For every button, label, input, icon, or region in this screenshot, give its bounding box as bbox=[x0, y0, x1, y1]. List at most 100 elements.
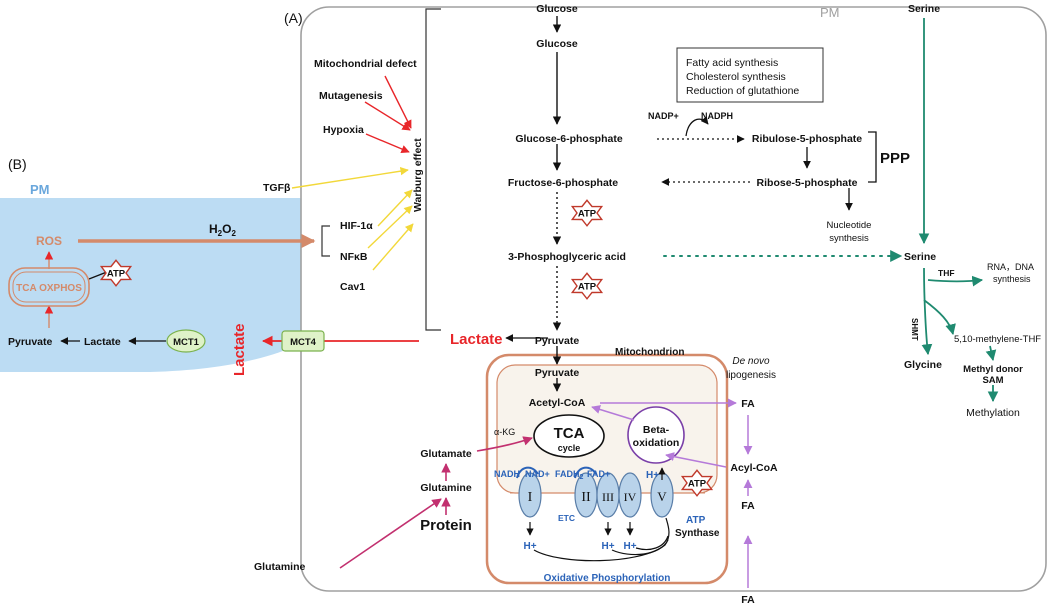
h-plus-3: H+ bbox=[623, 541, 636, 552]
protein-label: Protein bbox=[420, 517, 472, 534]
beta-oxidation bbox=[627, 406, 685, 464]
etc-label: ETC bbox=[558, 513, 575, 523]
mct1-transporter bbox=[166, 329, 206, 353]
mct4-label: MCT4 bbox=[290, 337, 317, 348]
cav1: Cav1 bbox=[340, 281, 365, 293]
nf-kappa-b: NFκB bbox=[340, 251, 368, 263]
mitochondrial-defect: Mitochondrial defect bbox=[314, 58, 417, 70]
mitochondrion-label: Mitochondrion bbox=[615, 347, 684, 358]
atp-synthase-label-1: ATP bbox=[686, 515, 706, 526]
glycine-label: Glycine bbox=[904, 359, 942, 371]
ros-label: ROS bbox=[36, 234, 62, 248]
mutagenesis: Mutagenesis bbox=[319, 90, 383, 102]
fa-label-1: FA bbox=[741, 398, 755, 410]
acetyl-coa: Acetyl-CoA bbox=[529, 397, 586, 409]
de-novo-label: De novo bbox=[732, 356, 770, 367]
ppp-product-2: Cholesterol synthesis bbox=[686, 71, 786, 83]
nadh-label: NADH bbox=[494, 469, 520, 479]
tca-oxphos-inner bbox=[12, 271, 86, 303]
serine-outside: Serine bbox=[908, 3, 940, 15]
nadph-label: NADPH bbox=[701, 111, 733, 121]
etc-complexes bbox=[518, 472, 674, 518]
complex-iv: IV bbox=[624, 490, 637, 504]
hif-1-alpha: HIF-1α bbox=[340, 220, 373, 232]
hypoxia: Hypoxia bbox=[323, 124, 364, 136]
nadp-label: NADP+ bbox=[648, 111, 679, 121]
glutamine-arrows bbox=[339, 436, 533, 569]
methylation-label: Methylation bbox=[966, 407, 1020, 419]
complex-ii: II bbox=[581, 490, 591, 505]
methylene-thf: 5,10-methylene-THF bbox=[954, 334, 1041, 345]
complex-iii: III bbox=[602, 490, 614, 504]
pyruvate-mito: Pyruvate bbox=[535, 367, 580, 379]
tca-oxphos-label: TCA OXPHOS bbox=[16, 283, 82, 294]
tca-cycle bbox=[533, 414, 605, 458]
lipogenesis-label: lipogenesis bbox=[726, 370, 776, 381]
atp-star-label: ATP bbox=[578, 209, 597, 220]
sam-label: SAM bbox=[982, 375, 1003, 386]
fadh2-label: FADH2 bbox=[555, 469, 584, 481]
atp-star bbox=[680, 469, 714, 497]
atp-synthase-label-2: Synthase bbox=[675, 528, 720, 539]
oxidation-label: oxidation bbox=[633, 437, 680, 449]
complex-v: V bbox=[657, 489, 667, 504]
thf-label: THF bbox=[938, 268, 955, 278]
h2o2-label: H2O2 bbox=[209, 222, 236, 238]
ppp-product-1: Fatty acid synthesis bbox=[686, 57, 778, 69]
hif-nfkb-bracket bbox=[321, 225, 330, 257]
warburg-bracket bbox=[425, 8, 441, 331]
glutamine-inside: Glutamine bbox=[420, 482, 472, 494]
etc-arrows bbox=[516, 466, 670, 562]
rna-dna-label-2: synthesis bbox=[993, 274, 1031, 284]
3-phosphoglyceric-acid: 3-Phosphoglyceric acid bbox=[508, 251, 626, 263]
warburg-yellow-arrows bbox=[291, 167, 414, 271]
fad-label: FAD+ bbox=[587, 469, 610, 479]
pyruvate-cytosol: Pyruvate bbox=[535, 335, 580, 347]
h-plus-top: H+ bbox=[646, 470, 659, 481]
ribose-5-phosphate: Ribose-5-phosphate bbox=[757, 177, 858, 189]
tca-label: TCA bbox=[554, 425, 585, 442]
fructose-6-phosphate: Fructose-6-phosphate bbox=[508, 177, 618, 189]
atp-star-label: ATP bbox=[107, 269, 126, 280]
nucleotide-label-2: synthesis bbox=[829, 233, 869, 244]
cycle-label: cycle bbox=[558, 443, 581, 453]
ppp-products-box bbox=[676, 47, 824, 103]
alpha-kg: α-KG bbox=[494, 427, 515, 437]
mct1-label: MCT1 bbox=[173, 337, 200, 348]
h-plus-1: H+ bbox=[523, 541, 536, 552]
glutamine-outside: Glutamine bbox=[254, 561, 306, 573]
nad-label: NAD+ bbox=[525, 469, 550, 479]
panel-a-label: (A) bbox=[284, 10, 303, 26]
lactate-b: Lactate bbox=[84, 336, 121, 348]
mct4-transporter bbox=[281, 330, 325, 352]
ppp-label: PPP bbox=[880, 150, 910, 167]
h-plus-2: H+ bbox=[601, 541, 614, 552]
fa-label-2: FA bbox=[741, 500, 755, 512]
warburg-red-arrows bbox=[364, 75, 412, 153]
pm-a-label: PM bbox=[820, 5, 840, 20]
oxidative-phosphorylation: Oxidative Phosphorylation bbox=[544, 573, 671, 584]
ppp-arrows bbox=[657, 116, 877, 211]
lactate-vertical: Lactate bbox=[231, 323, 248, 376]
beta-label: Beta- bbox=[643, 424, 670, 436]
glucose-outside: Glucose bbox=[536, 3, 578, 15]
rna-dna-label-1: RNA，DNA bbox=[987, 262, 1034, 272]
fa-label-3: FA bbox=[741, 594, 755, 606]
panel-b-label: (B) bbox=[8, 156, 27, 172]
acyl-coa-label: Acyl-CoA bbox=[730, 462, 778, 474]
tgf-beta: TGFβ bbox=[263, 182, 291, 194]
complex-i: I bbox=[528, 490, 533, 505]
atp-star bbox=[99, 259, 133, 287]
warburg-effect-label: Warburg effect bbox=[412, 138, 424, 212]
tca-oxphos-box bbox=[8, 267, 90, 307]
nucleotide-label-1: Nucleotide bbox=[827, 220, 872, 231]
ribulose-5-phosphate: Ribulose-5-phosphate bbox=[752, 133, 862, 145]
pyruvate-b: Pyruvate bbox=[8, 336, 53, 348]
pm-b-label: PM bbox=[30, 182, 50, 197]
glucose-inside: Glucose bbox=[536, 38, 578, 50]
atp-star-label: ATP bbox=[578, 282, 597, 293]
serine-inside: Serine bbox=[904, 251, 936, 263]
lipid-arrows bbox=[591, 398, 753, 588]
